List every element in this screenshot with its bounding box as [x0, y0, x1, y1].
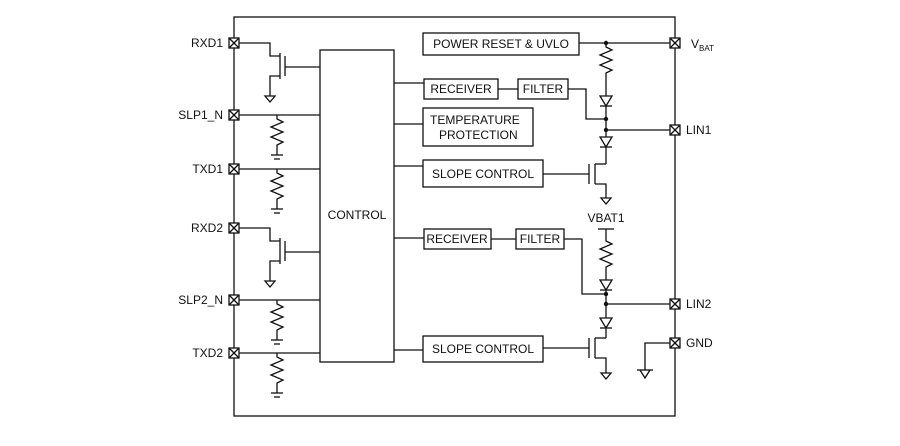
lin1-channel [543, 40, 670, 205]
slope-control2-block: SLOPE CONTROL [422, 335, 544, 363]
vbat1-net-label: VBAT1 [587, 211, 624, 225]
control-label: CONTROL [328, 208, 387, 222]
gnd-connection [637, 342, 670, 380]
txd2-pulldown [239, 352, 320, 398]
pin-txd1-box [228, 163, 240, 175]
pin-rxd2-box [228, 222, 240, 234]
filter2-label: FILTER [520, 232, 561, 246]
temp-protection-line1: TEMPERATURE [430, 113, 520, 127]
pin-gnd-label: GND [686, 336, 713, 350]
pin-lin1-label: LIN1 [686, 123, 712, 137]
pin-gnd-box [669, 337, 681, 349]
pin-slp1-label: SLP1_N [178, 108, 223, 122]
slope-control1-block: SLOPE CONTROL [422, 159, 544, 188]
pin-rxd2-label: RXD2 [191, 221, 223, 235]
rxd2-output-transistor [239, 227, 320, 288]
pin-txd2-box [228, 347, 240, 359]
slope-control2-label: SLOPE CONTROL [432, 342, 534, 356]
power-reset-label: POWER RESET & UVLO [433, 37, 569, 51]
pin-slp2-box [228, 294, 240, 306]
receiver2-label: RECEIVER [426, 232, 488, 246]
pin-lin2-label: LIN2 [686, 297, 712, 311]
pin-lin1-box [669, 124, 681, 136]
pin-rxd1-label: RXD1 [191, 36, 223, 50]
receiver1-label: RECEIVER [430, 82, 492, 96]
filter1-block: FILTER [517, 78, 569, 100]
power-reset-block: POWER RESET & UVLO [422, 32, 580, 56]
pin-slp1-box [228, 109, 240, 121]
pin-txd2-label: TXD2 [192, 346, 223, 360]
pin-vbat-box [669, 37, 681, 49]
filter1-label: FILTER [523, 82, 564, 96]
temperature-protection-block: TEMPERATURE PROTECTION [422, 107, 534, 147]
receiver1-block: RECEIVER [423, 78, 499, 100]
temp-protection-line2: PROTECTION [439, 128, 518, 142]
pin-txd1-label: TXD1 [192, 162, 223, 176]
pin-lin2-box [669, 298, 681, 310]
receiver2-block: RECEIVER [423, 228, 492, 250]
control-block: CONTROL [319, 49, 395, 363]
control-output-wires [394, 82, 518, 351]
pin-rxd1-box [228, 37, 240, 49]
lin2-channel [543, 228, 670, 380]
slp2-pulldown [239, 299, 320, 345]
pin-slp2-label: SLP2_N [178, 293, 223, 307]
txd1-pulldown [239, 168, 320, 214]
slope-control1-label: SLOPE CONTROL [432, 167, 534, 181]
slp1-pulldown [239, 114, 320, 160]
pin-vbat-label: VBAT [691, 37, 714, 53]
filter2-block: FILTER [515, 228, 565, 250]
rxd1-output-transistor [239, 42, 320, 103]
